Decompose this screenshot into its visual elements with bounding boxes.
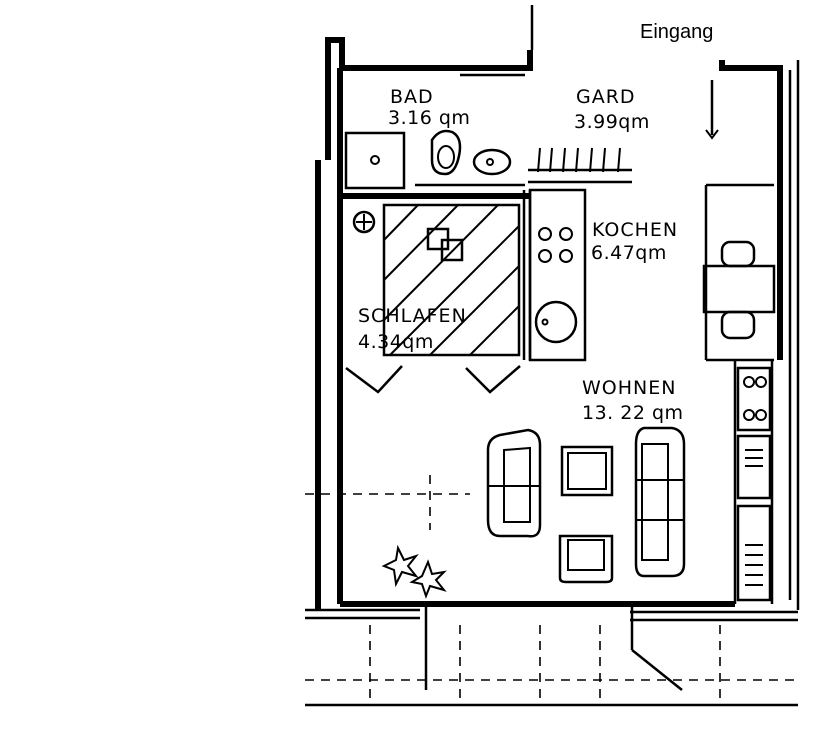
room-kochen: KOCHEN 6.47qm [591, 219, 678, 264]
bed [352, 203, 521, 357]
room-wohnen: WOHNEN 13. 22 qm [582, 377, 684, 424]
room-name: WOHNEN [582, 377, 676, 399]
room-name: KOCHEN [592, 219, 678, 241]
entrance-label: Eingang [640, 21, 713, 43]
kitchen-counter [534, 227, 578, 344]
room-area: 13. 22 qm [582, 402, 684, 424]
room-area: 3.16 qm [388, 107, 470, 129]
living-shelves [736, 366, 772, 602]
room-area: 6.47qm [591, 242, 667, 264]
plant [381, 544, 447, 599]
wardrobe-rail [528, 147, 632, 173]
interior-walls [340, 180, 774, 604]
room-name: GARD [576, 86, 636, 108]
entrance-door [705, 80, 719, 140]
room-schlafen: SCHLAFEN 4.34qm [358, 305, 467, 353]
living-furniture [486, 426, 686, 584]
room-bad: BAD 3.16 qm [388, 86, 470, 129]
room-name: SCHLAFEN [358, 305, 467, 327]
bath-fixtures [344, 73, 525, 190]
sleeping-doors [345, 365, 521, 394]
room-area: 3.99qm [574, 111, 650, 133]
room-name: BAD [390, 86, 434, 108]
construction-lines [305, 475, 798, 707]
outer-walls [305, 5, 800, 622]
room-area: 4.34qm [358, 331, 434, 353]
dining-table [702, 240, 776, 340]
room-gard: GARD 3.99qm [574, 86, 650, 133]
